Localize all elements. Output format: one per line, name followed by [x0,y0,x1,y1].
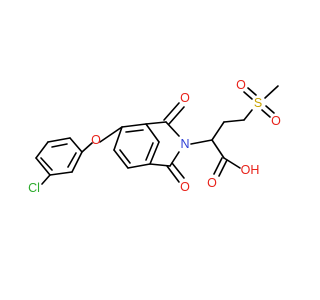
bond [41,174,51,185]
bond [168,106,185,125]
bond [261,109,271,118]
bond [166,165,180,183]
atom-label-layer: Cl O O O N S O O O OH [28,78,281,195]
bond [145,142,154,161]
bond [40,157,53,171]
bond [113,149,129,169]
bond [218,159,228,177]
bond [121,123,147,128]
bond [99,126,123,143]
bond [113,126,123,151]
bond [69,137,83,153]
bond [190,139,213,145]
imide-carbonyl-oxygen-bottom-label: O [180,180,190,194]
bond [119,149,131,164]
bond [67,152,77,168]
acid-hydroxyl-label: OH [241,163,260,177]
bond [49,171,73,176]
bond [127,163,151,169]
bond [213,157,223,175]
bond [211,139,225,159]
bond [265,105,275,114]
bond [211,121,225,141]
bond [35,157,51,176]
bond [35,141,49,159]
ether-oxygen-label: O [91,133,101,147]
bond [163,102,180,121]
bond [81,142,93,153]
bond [145,121,167,125]
bond [247,87,257,96]
bond [169,151,180,167]
imide-nitrogen-label: N [180,137,189,151]
bond [264,85,279,99]
bond [243,91,253,100]
bond [51,143,68,148]
bond [223,119,245,123]
bond [71,151,83,173]
bond [47,137,71,143]
sulfonyl-oxygen-right-label: O [271,114,281,128]
bond [171,162,185,179]
chlorine-atom-label: Cl [28,181,40,195]
bond [243,109,253,121]
sulfonyl-oxygen-left-label: O [236,78,246,92]
bond [145,123,160,143]
chemical-structure-diagram: Cl O O O N S O O O OH [28,78,281,195]
imide-carbonyl-oxygen-top-label: O [180,91,190,105]
sulfonyl-sulfur-label: S [254,96,262,110]
bond-layer [35,85,279,185]
bond [149,141,160,165]
bond [165,121,180,137]
bond [125,129,144,133]
acid-carbonyl-oxygen-label: O [207,176,217,190]
